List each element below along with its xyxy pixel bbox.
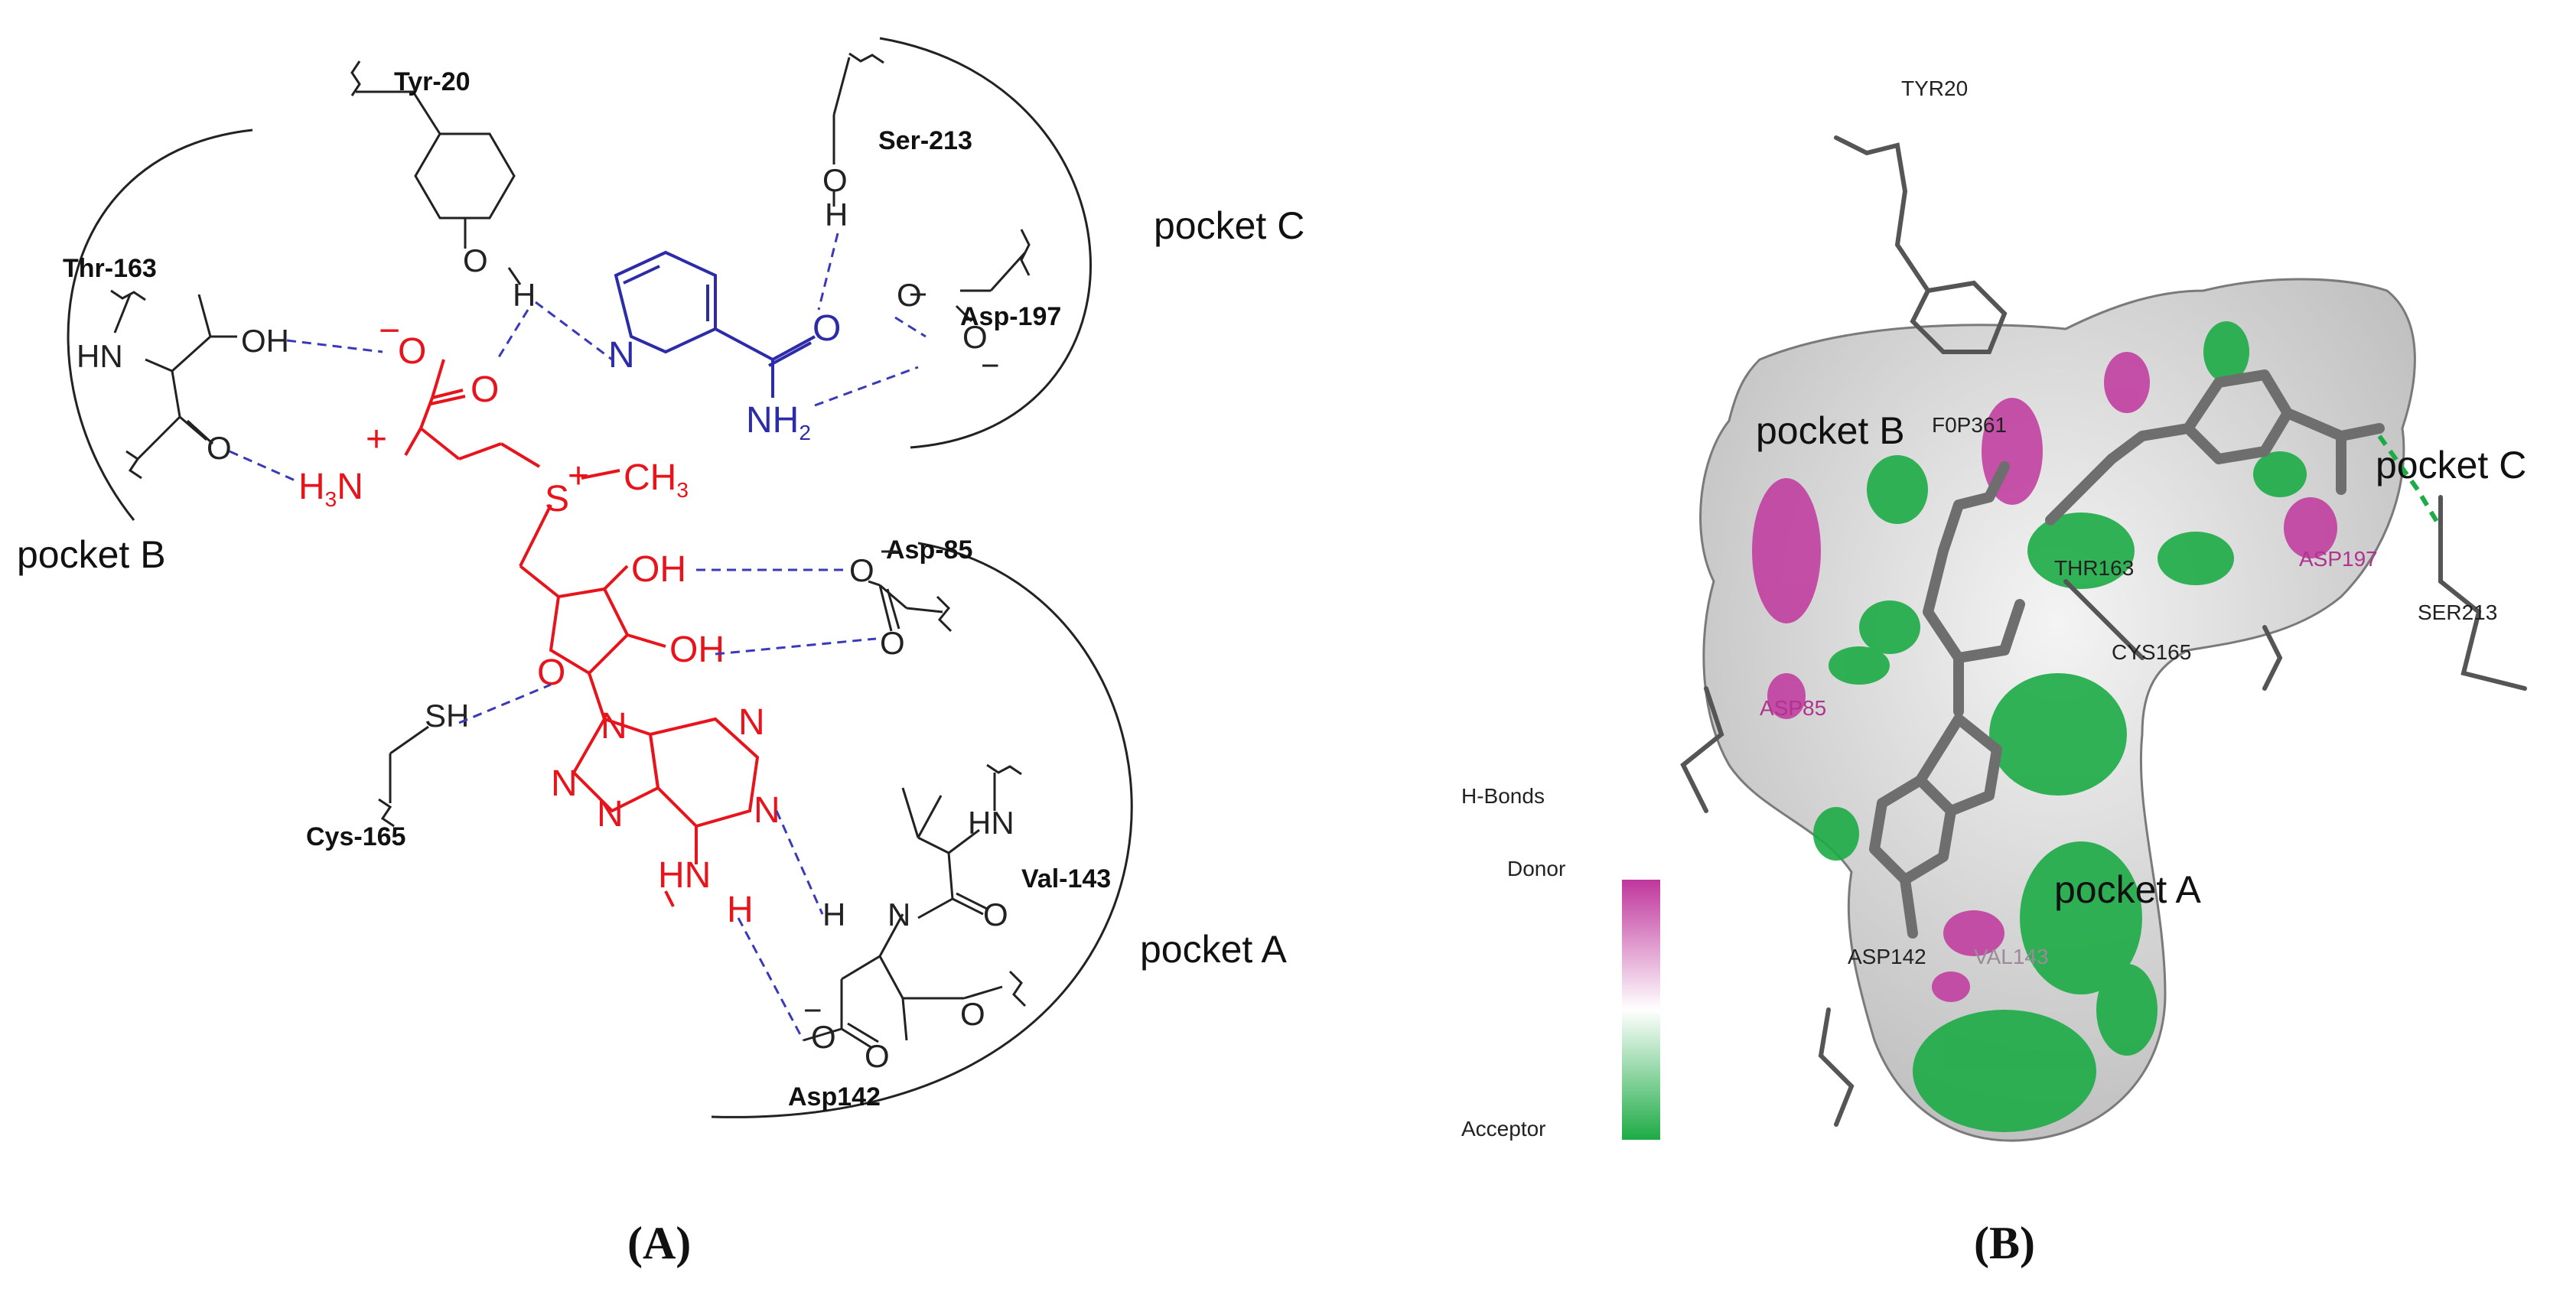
cys165-sh-atom: SH <box>425 698 469 734</box>
carboxylate-o2: O <box>471 369 499 410</box>
panel-a-2d-interaction-diagram: pocket C pocket B pocket A Tyr-20 O H Se… <box>17 37 1304 1268</box>
tyr20-o-atom: O <box>463 242 488 278</box>
asp85-o2-atom: O <box>880 625 905 661</box>
adenine-n9: N <box>601 706 627 747</box>
nicotinamide-nh2: NH2 <box>746 400 811 444</box>
asp85-label-3d: ASP85 <box>1760 696 1826 720</box>
asp142-o2-atom: O <box>865 1038 890 1074</box>
cys165-label: Cys-165 <box>306 822 405 851</box>
ser213-residue <box>832 52 884 207</box>
legend-acceptor-label: Acceptor <box>1461 1117 1546 1141</box>
pocket-b-label: pocket B <box>17 533 166 576</box>
legend-title: H-Bonds <box>1461 784 1545 808</box>
carboxylate-o1: O <box>398 331 426 372</box>
panel-b-label: (B) <box>1974 1218 2035 1268</box>
nicotinamide-fragment <box>614 250 816 398</box>
sulfonium-s: S <box>545 479 569 519</box>
ligand-sticks <box>1869 369 2385 939</box>
val143-label-3d: VAL143 <box>1974 945 2049 968</box>
ammonium-h3n: H3N <box>298 467 363 511</box>
asp85-minus: − <box>880 533 899 569</box>
pocket-a-label: pocket A <box>1140 928 1287 971</box>
carboxylate-minus: − <box>379 311 400 351</box>
asp197-label: Asp-197 <box>960 302 1061 331</box>
cys165-label-3d: CYS165 <box>2112 640 2191 664</box>
sulfonium-plus: + <box>568 456 589 496</box>
asp85-o1-atom: O <box>849 552 874 588</box>
legend-color-scale <box>1622 880 1660 1140</box>
donor-patches <box>1752 352 2337 1002</box>
ribose-oh1: OH <box>631 549 686 590</box>
asp142-o-atom: O <box>960 996 985 1032</box>
residue-sticks <box>1680 135 2527 1127</box>
adenine-n-ring: N <box>597 794 624 835</box>
adenine-n3: N <box>738 702 765 743</box>
adenine-n1: N <box>754 790 780 831</box>
panel-b-3d-binding-pocket: TYR20 F0P361 THR163 ASP197 SER213 CYS165… <box>1461 76 2527 1268</box>
nicotinamide-o: O <box>813 308 841 349</box>
adenine-n7: N <box>551 763 578 804</box>
ribose-oh2: OH <box>669 630 725 670</box>
hbond-legend: H-Bonds Donor Acceptor <box>1461 784 1660 1141</box>
pocket-c-label-3d: pocket C <box>2376 444 2526 487</box>
val143-label: Val-143 <box>1021 864 1111 893</box>
acceptor-patches <box>1813 321 2307 1132</box>
h-backbone-atom: H <box>822 897 845 932</box>
cys165-residue <box>378 725 429 828</box>
ser213-o-atom: O <box>822 162 848 198</box>
asp85-label: Asp-85 <box>886 535 972 565</box>
asp142-minus: − <box>803 992 822 1028</box>
asp197-label-3d: ASP197 <box>2299 547 2378 571</box>
ribose-o: O <box>537 653 565 693</box>
thr163-o-atom: O <box>207 430 232 466</box>
thr163-hn-atom: HN <box>77 338 123 374</box>
ligand-sam-core <box>404 359 760 907</box>
pocket-a-label-3d: pocket A <box>2054 868 2201 911</box>
val143-o-atom: O <box>983 897 1008 932</box>
asp142-label: Asp142 <box>788 1082 881 1111</box>
adenine-h: H <box>727 890 754 930</box>
val143-hn-atom: HN <box>968 805 1014 841</box>
asp197-minus: − <box>981 347 1000 383</box>
pocket-a-arc <box>711 542 1133 1118</box>
tyr20-label: Tyr-20 <box>394 67 471 96</box>
asp197-residue <box>910 229 1031 323</box>
pocket-c-arc <box>879 37 1092 449</box>
pocket-b-label-3d: pocket B <box>1756 409 1905 452</box>
n-backbone-atom: N <box>887 897 910 932</box>
ser213-label: Ser-213 <box>878 126 972 155</box>
nicotinamide-n: N <box>608 335 635 376</box>
val143-asp142-residues <box>803 763 1027 1050</box>
f0p361-label: F0P361 <box>1932 413 2007 437</box>
ammonium-plus: + <box>366 419 387 460</box>
asp142-label-3d: ASP142 <box>1848 945 1926 968</box>
thr163-oh-atom: OH <box>241 323 289 359</box>
hydrogen-bonds <box>229 233 927 1041</box>
asp197-o2-atom: O <box>962 319 988 355</box>
panel-a-label: (A) <box>627 1218 691 1268</box>
tyr20-label-3d: TYR20 <box>1901 76 1968 100</box>
adenine-nh: HN <box>658 855 711 896</box>
methyl-ch3: CH3 <box>624 457 689 502</box>
ser213-label-3d: SER213 <box>2418 600 2497 624</box>
asp142-o3-atom: O <box>811 1019 836 1055</box>
asp85-residue <box>868 580 953 633</box>
thr163-residue <box>110 289 237 480</box>
tyr20-residue <box>350 60 522 285</box>
hbond-ser213 <box>2377 434 2443 529</box>
asp197-o1-atom: O <box>897 277 922 313</box>
thr163-label-3d: THR163 <box>2054 556 2134 580</box>
tyr20-h-atom: H <box>513 277 536 313</box>
thr163-label: Thr-163 <box>63 254 157 283</box>
pocket-c-label: pocket C <box>1154 204 1304 247</box>
legend-donor-label: Donor <box>1507 857 1565 880</box>
pocket-b-arc <box>67 129 253 521</box>
ser213-h-atom: H <box>825 197 848 233</box>
